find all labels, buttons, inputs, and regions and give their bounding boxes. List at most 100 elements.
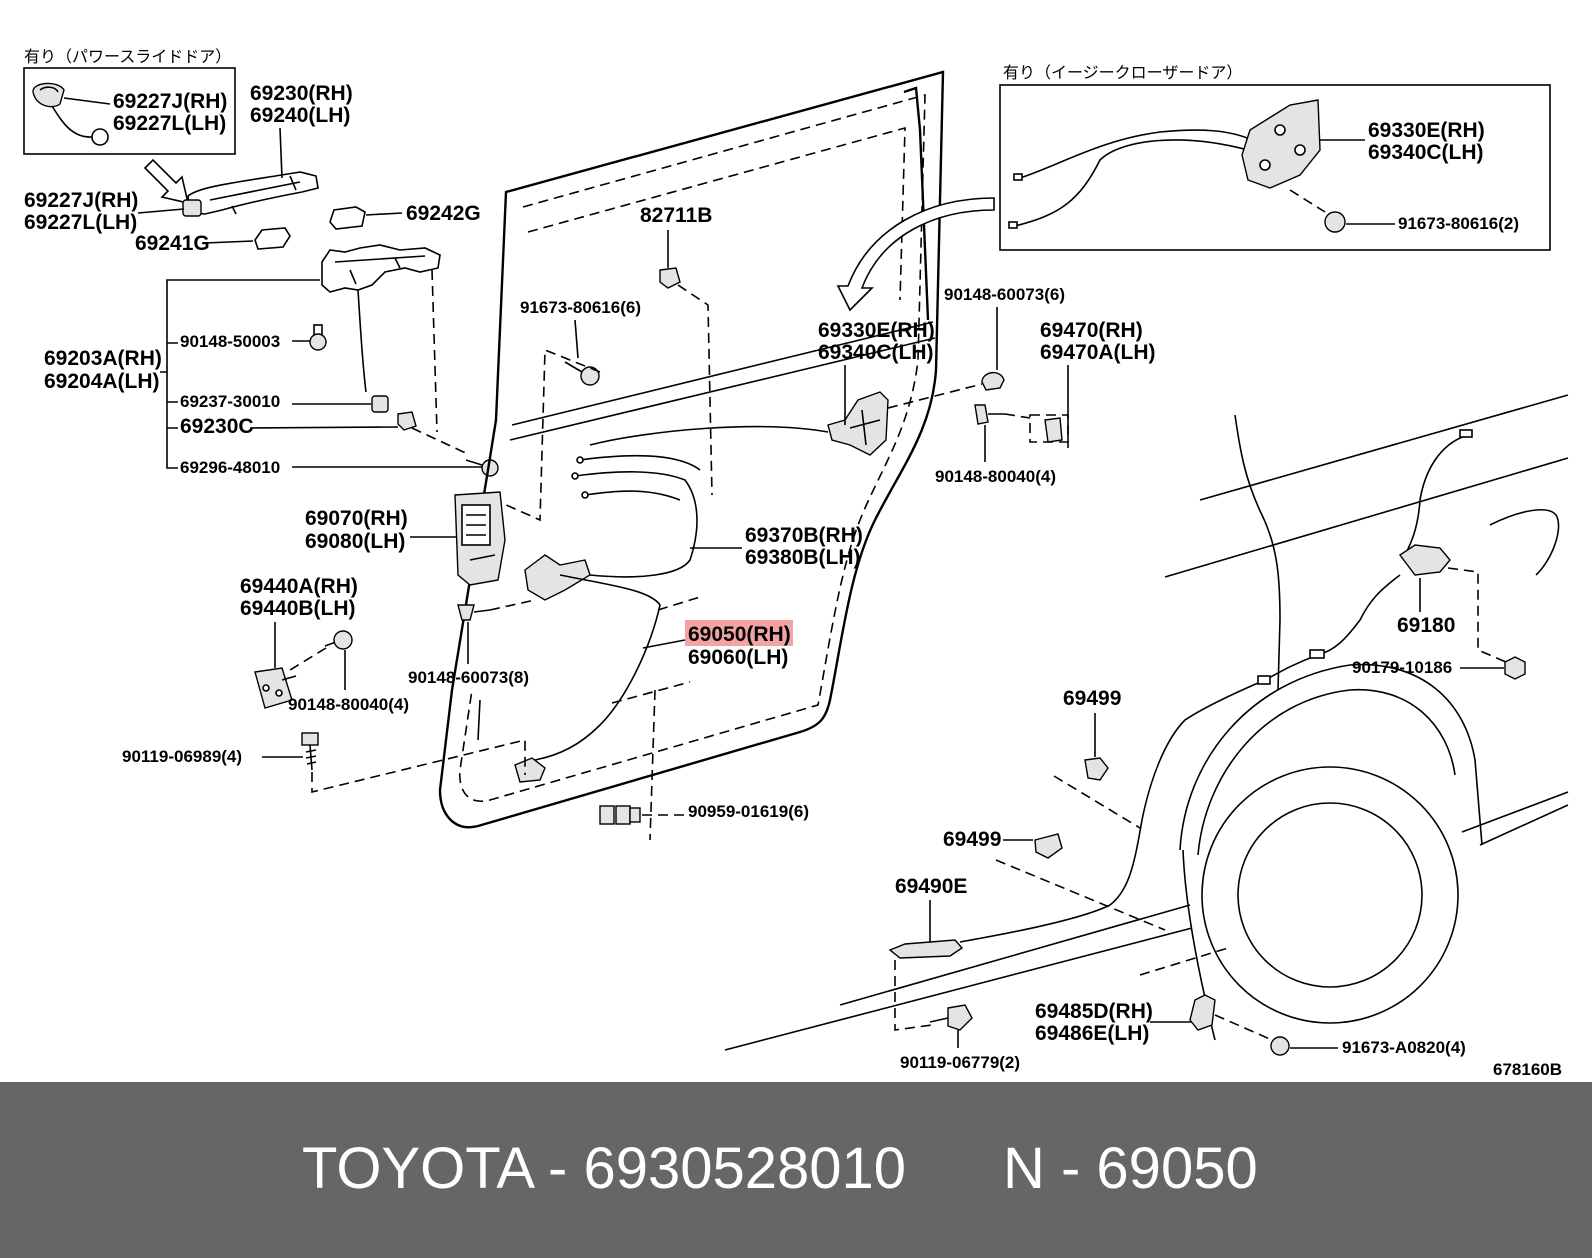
striker-hole [262,684,270,692]
callout-handle-frame-lh: 69204A(LH) [44,370,160,393]
leader-line [137,208,185,214]
dashed-guide-line [1139,947,1273,1041]
callout-control-cable-lh: 69380B(LH) [745,546,861,569]
bolt-90148-50003-part [309,333,327,351]
body-rear-lower-line [1461,791,1569,846]
cable-end [581,491,589,499]
dashed-guide-line [1004,413,1031,419]
callout-inset-actuator-lh: 69227L(LH) [113,112,226,135]
bolt-90148-60073-part [981,372,1005,391]
callout-front-lock-rh: 69070(RH) [305,507,408,530]
clip-90959-part [629,807,641,823]
outside-handle-detail [209,175,301,215]
callout-bolt-90148-60073-6: 90148-60073(6) [944,285,1065,304]
bracket-69490e-group: 69490E [888,875,967,1031]
bolt-90148-60073-part [457,604,475,621]
rear-lock-detail [849,409,881,446]
dashed-guide-line [1447,567,1507,663]
inset-actuator-wire [51,105,93,138]
bolt-shaft [929,1017,949,1023]
bracket-69490e-part [888,939,964,959]
dashed-guide-line [995,859,1166,931]
rear-striker-part [1044,417,1063,443]
dashed-guide-line [289,647,327,671]
cover-69241g-group: 69241G [135,227,291,255]
bolt-shaft [564,361,583,373]
cable-end [1013,173,1023,181]
bracket-69485d-group: 69485D(RH) 69486E(LH) [1035,947,1273,1045]
dashed-guide-line [1053,775,1141,829]
callout-rear-lock-rh: 69330E(RH) [818,319,935,342]
callout-rear-striker-rh: 69470(RH) [1040,319,1143,342]
wheel-arch-outer [1179,663,1483,851]
callout-clamp-69499-lower: 69499 [943,828,1001,851]
control-cable [589,425,829,446]
bolt-91673-80616-part [580,366,600,386]
bracket-69485d-part [1189,994,1216,1031]
figure-id: 678160B [1493,1060,1562,1079]
callout-bolt-91673-a0820: 91673-A0820(4) [1342,1038,1466,1057]
leader-line [365,212,403,216]
bolt-90148-60073-8-group: 90148-60073(8) [408,599,536,687]
handle-cylinder-part [182,199,202,217]
control-cable-group: 69370B(RH) 69380B(LH) [571,425,863,578]
rear-lock-group: 69330E(RH) 69340C(LH) [818,319,983,456]
callout-highlight [685,620,793,646]
bolt-90119-06779-group: 90119-06779(2) [900,1004,1020,1072]
callout-striker-lh: 69440B(LH) [240,597,356,620]
closer-cable [1019,129,1253,179]
clamp-69499-part [1084,757,1109,781]
clip-69230c-part [397,411,417,431]
callout-clip-82711b: 82711B [640,204,712,227]
inset-actuator-connector [91,128,109,146]
door-outer-edge [438,70,945,829]
callout-cable-rh: 69050(RH) [688,623,791,646]
exploded-parts-diagram: 有り（パワースライドドア） 69227J(RH) 69227L(LH) 6923… [23,47,1569,1079]
power-slide-door-note: 有り（パワースライドドア） [24,47,231,66]
rear-lock-part [827,391,889,456]
callout-bolt-90148-80040-right: 90148-80040(4) [935,467,1056,486]
banner-reference: N - 69050 [1003,1136,1258,1201]
closer-cable [1014,139,1249,227]
callout-closer-lock-lh: 69340C(LH) [1368,141,1484,164]
closer-lock-detail [1294,144,1306,156]
dashed-guide-line [411,269,471,456]
cable-connector [1257,675,1271,685]
dashed-guide-line [677,284,713,496]
cable-end [1008,221,1018,229]
leader-line [63,97,111,105]
sliding-door-outline [438,70,945,829]
striker-group: 69440A(RH) 69440B(LH) 90148-80040(4) [240,575,409,714]
callout-rear-lock-lh: 69340C(LH) [818,341,934,364]
leader-line [249,426,399,429]
closer-lock-detail [1274,124,1286,136]
callout-clip-69237-30010: 69237-30010 [180,392,280,411]
control-cable [579,454,701,471]
body-character-line [1199,394,1569,501]
callout-control-cable-rh: 69370B(RH) [745,524,863,547]
callout-cover-69241g: 69241G [135,232,210,255]
fuel-lid-outline [1489,509,1560,576]
bolt-shaft [305,744,317,771]
rear-wheel-rim [1237,802,1423,988]
cable-connector [1309,649,1325,659]
leader-line [279,127,283,179]
callout-inset-actuator-rh: 69227J(RH) [113,90,227,113]
clamp-69499-part [1034,833,1063,859]
rocker-panel-line [724,904,1193,1051]
leader-line [642,639,686,649]
bolt-90119-06779-part [947,1004,973,1031]
inset-frame [999,84,1551,251]
callout-bolt-69296-48010: 69296-48010 [180,458,280,477]
assembly-bracket-line [160,279,320,469]
front-lock-detail [466,514,496,561]
cable-end [1459,429,1473,438]
cover-69242g-part [329,206,366,230]
callout-outside-handle-rh: 69230(RH) [250,82,353,105]
callout-striker-rh: 69440A(RH) [240,575,358,598]
callout-bracket-69490e: 69490E [895,875,967,898]
bolt-90148-60073-6-group: 90148-60073(6) [944,285,1065,391]
body-pillar-line [1234,414,1281,691]
door-bracket-line [477,699,481,741]
callout-cable-lh: 69060(LH) [688,646,788,669]
